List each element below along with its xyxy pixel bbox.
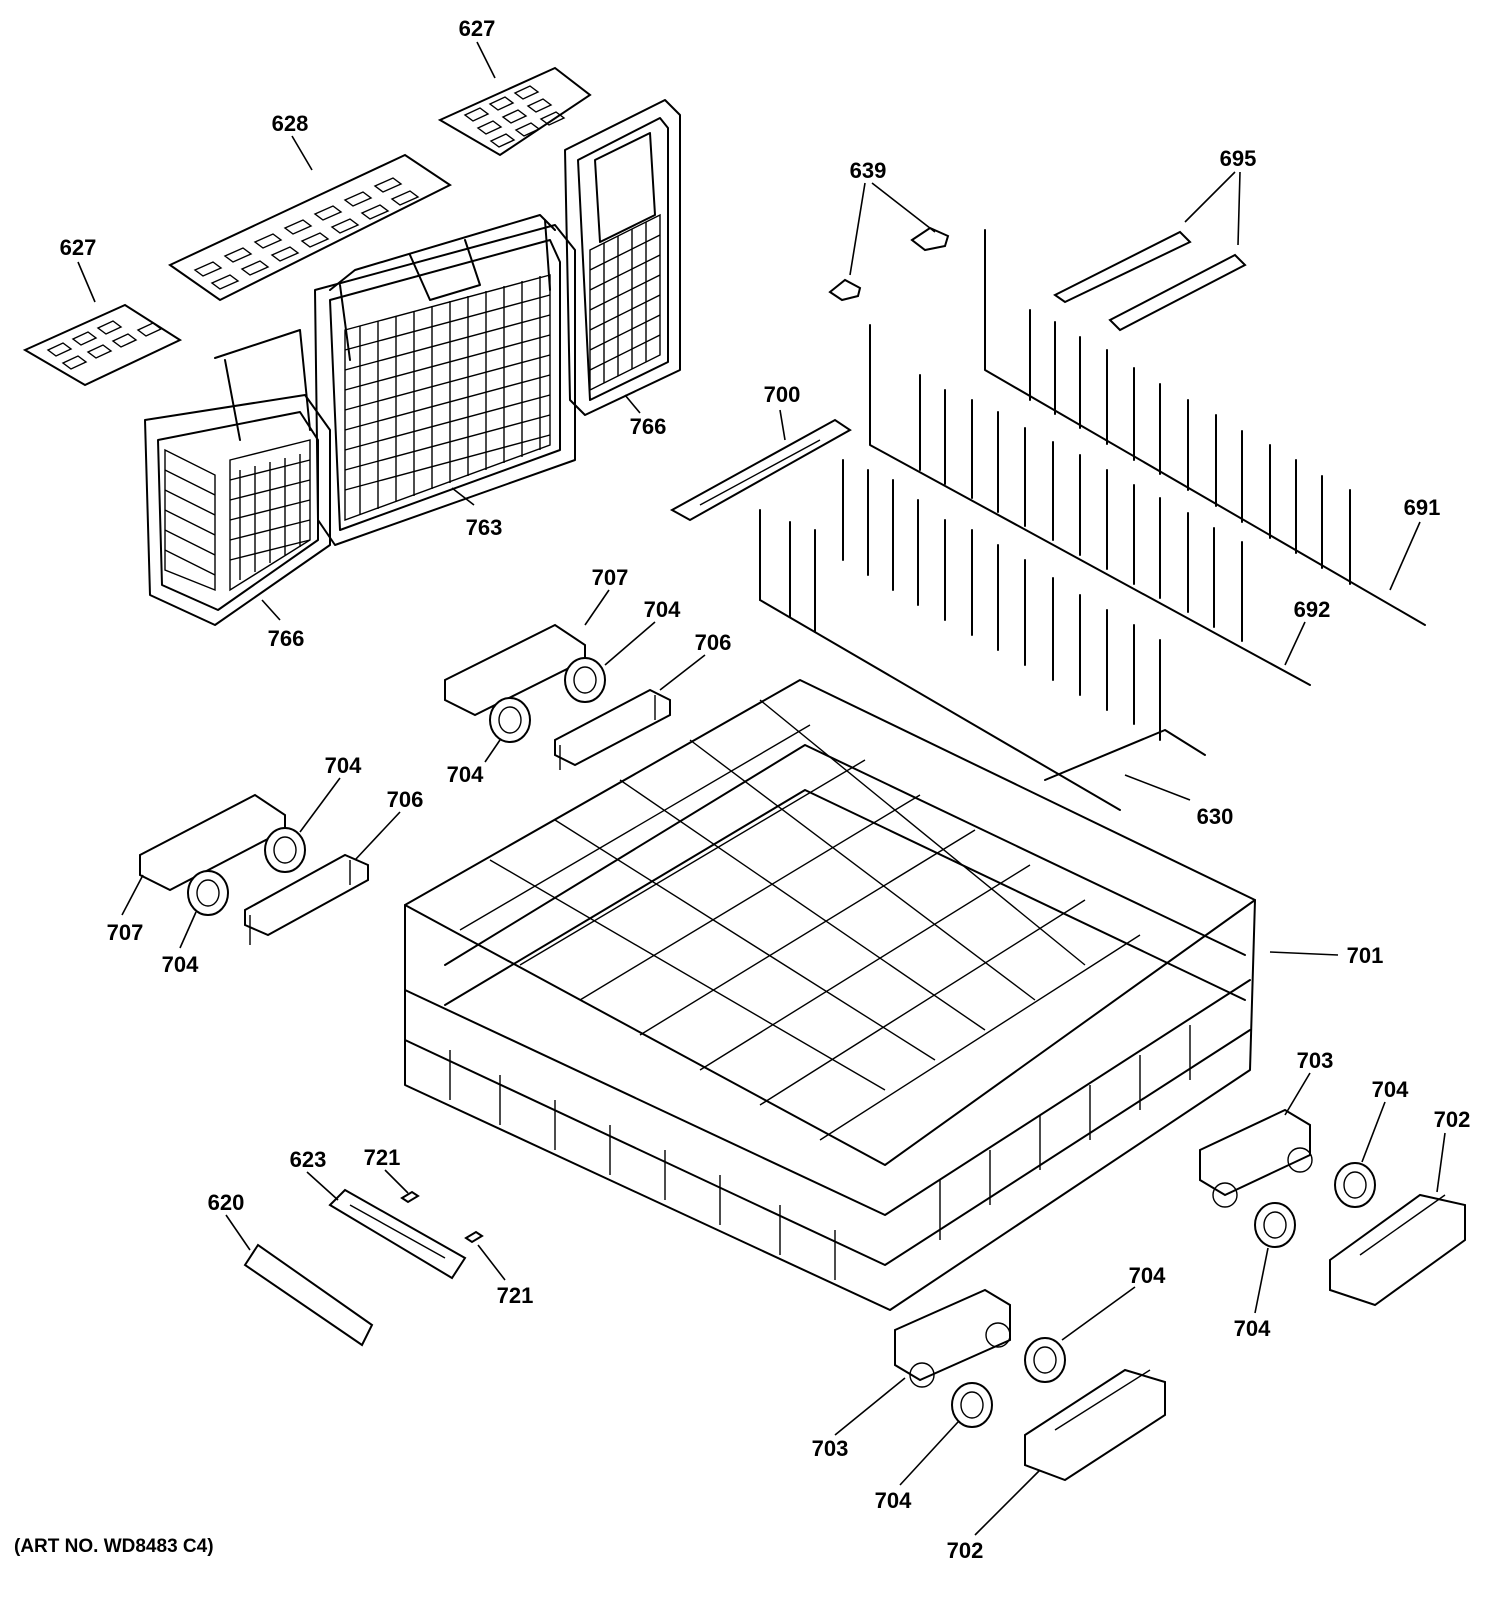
screw-721-a (400, 1190, 420, 1204)
wheel-704-right-a (1334, 1162, 1376, 1208)
art-number: (ART NO. WD8483 C4) (14, 1536, 214, 1557)
basket-right-section (564, 99, 681, 416)
callout-704-upper-a: 704 (644, 597, 681, 622)
callout-702-bottom: 702 (947, 1538, 984, 1563)
clip-700 (669, 418, 852, 522)
clip-695-b (1108, 253, 1247, 332)
callout-706-left: 706 (387, 787, 424, 812)
lower-rack (404, 679, 1256, 1311)
tine-row-630 (759, 459, 1206, 811)
callout-766-right: 766 (630, 414, 667, 439)
callout-labels: 627 628 627 639 695 766 763 766 700 691 … (60, 16, 1471, 1563)
callout-704-right-a: 704 (1372, 1077, 1409, 1102)
wheel-704-bottom-b (951, 1382, 993, 1428)
callout-700: 700 (764, 382, 801, 407)
basket-lid-627-top (437, 66, 592, 157)
callout-628: 628 (272, 111, 309, 136)
clip-639-a (828, 278, 862, 302)
wheel-704-bottom-a (1024, 1337, 1066, 1383)
callout-695: 695 (1220, 146, 1257, 171)
rack-end-cap-702-right (1329, 1193, 1466, 1307)
callout-630: 630 (1197, 804, 1234, 829)
wheel-704-upper-b (489, 697, 531, 743)
callout-692: 692 (1294, 597, 1331, 622)
callout-704-bottom-a: 704 (1129, 1263, 1166, 1288)
callout-620: 620 (208, 1190, 245, 1215)
leader-lines (77, 41, 1446, 1536)
wheel-704-left-b (187, 870, 229, 916)
screw-721-b (464, 1230, 484, 1244)
wheel-704-left-a (264, 827, 306, 873)
wheel-704-upper-a (564, 657, 606, 703)
callout-704-right-b: 704 (1234, 1316, 1271, 1341)
callout-704-bottom-b: 704 (875, 1488, 912, 1513)
wheel-704-right-b (1254, 1202, 1296, 1248)
callout-707-upper: 707 (592, 565, 629, 590)
callout-627-top: 627 (459, 16, 496, 41)
clip-639-b (910, 226, 950, 252)
wheel-carrier-703-bottom (894, 1288, 1011, 1388)
callout-707-left: 707 (107, 920, 144, 945)
callout-639: 639 (850, 158, 887, 183)
basket-lid-627-left (22, 303, 183, 387)
wheel-holder-706-left (244, 853, 369, 945)
basket-lid-628 (168, 153, 452, 302)
wheel-carrier-703-right (1199, 1108, 1313, 1208)
tine-row-692 (869, 324, 1311, 686)
callout-706-upper: 706 (695, 630, 732, 655)
callout-702-right: 702 (1434, 1107, 1471, 1132)
wheel-holder-706-upper (554, 688, 671, 770)
callout-703-bottom: 703 (812, 1436, 849, 1461)
tine-row-691 (984, 229, 1426, 626)
callout-704-upper-b: 704 (447, 762, 484, 787)
callout-623: 623 (290, 1147, 327, 1172)
callout-704-left-b: 704 (162, 952, 199, 977)
callout-763: 763 (466, 515, 503, 540)
rack-end-cap-702-bottom (1024, 1368, 1166, 1482)
callout-766-left: 766 (268, 626, 305, 651)
callout-704-left-a: 704 (325, 753, 362, 778)
callout-721-b: 721 (497, 1283, 534, 1308)
callout-691: 691 (1404, 495, 1441, 520)
callout-627-left: 627 (60, 235, 97, 260)
basket-center-section (314, 214, 576, 546)
clip-695-a (1053, 230, 1192, 304)
silverware-basket (144, 99, 681, 626)
handle-620 (243, 1243, 374, 1347)
callout-721-a: 721 (364, 1145, 401, 1170)
handle-base-623 (328, 1188, 467, 1280)
basket-left-section (144, 329, 331, 626)
callout-703-right: 703 (1297, 1048, 1334, 1073)
callout-701: 701 (1347, 943, 1384, 968)
